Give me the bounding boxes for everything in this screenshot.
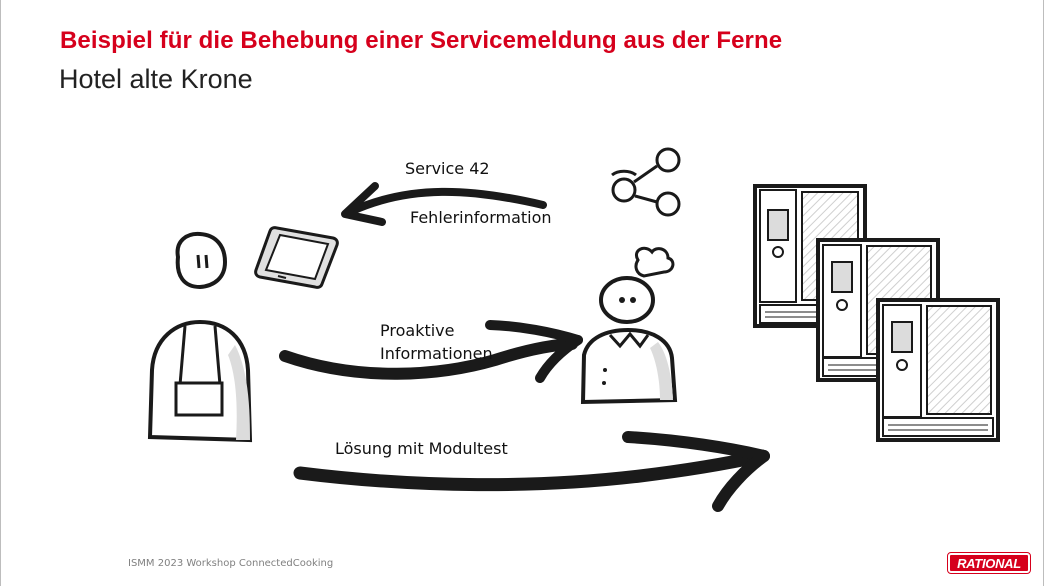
footer-text: ISMM 2023 Workshop ConnectedCooking <box>128 558 334 569</box>
slide-title: Beispiel für die Behebung einer Servicem… <box>60 27 783 54</box>
label-informationen: Informationen <box>380 344 493 363</box>
label-loesung-modultest: Lösung mit Modultest <box>335 439 508 458</box>
rational-logo: RATIONAL <box>947 552 1031 574</box>
label-service-42: Service 42 <box>405 159 490 178</box>
label-fehlerinformation: Fehlerinformation <box>410 208 552 227</box>
tablet-icon <box>254 226 339 289</box>
chef-icon <box>580 246 678 405</box>
arrow-service-info <box>341 182 547 226</box>
label-proaktive: Proaktive <box>380 321 455 340</box>
slide-subtitle: Hotel alte Krone <box>59 64 253 94</box>
arrow-proactive-info <box>279 320 583 383</box>
person-icon <box>147 231 253 443</box>
combi-oven-icon <box>876 298 1000 442</box>
arrow-solution <box>293 431 770 512</box>
share-icon <box>611 147 681 217</box>
